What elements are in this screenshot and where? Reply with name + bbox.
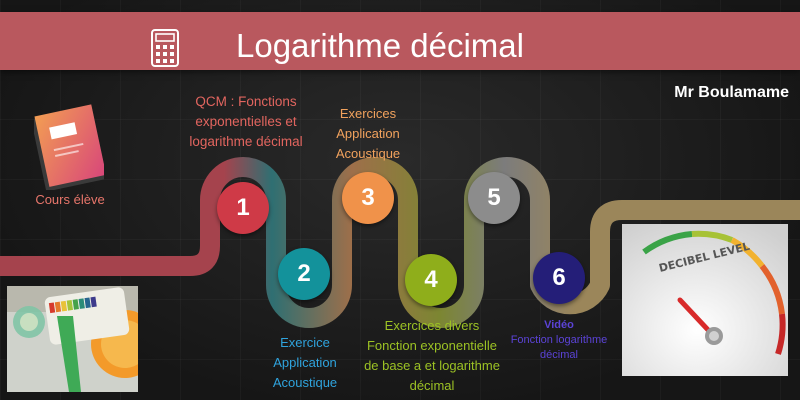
header-banner: Logarithme décimal xyxy=(0,12,800,70)
page-title: Logarithme décimal xyxy=(236,27,524,64)
cours-eleve-card[interactable] xyxy=(30,104,108,195)
step-6-line: Vidéo xyxy=(544,319,574,331)
cours-eleve-label[interactable]: Cours élève xyxy=(35,192,105,207)
ph-strip-photo xyxy=(7,286,138,392)
step-5-circle[interactable]: 5 xyxy=(468,172,520,224)
step-4-line: Fonction exponentielle xyxy=(366,338,498,353)
step-2-line: Application xyxy=(273,355,337,370)
decibel-meter-photo: DECIBEL LEVEL xyxy=(622,224,788,376)
step-2-label[interactable]: Exercice Application Acoustique xyxy=(252,333,358,393)
step-3-circle[interactable]: 3 xyxy=(342,172,394,224)
calculator-icon xyxy=(151,29,179,67)
step-3-line: Exercices xyxy=(339,106,397,121)
step-6-line: décimal xyxy=(540,349,578,361)
step-6-line: Fonction logarithme xyxy=(510,334,608,346)
step-1-line: QCM : Fonctions xyxy=(195,94,297,109)
step-4-line: décimal xyxy=(409,378,455,393)
ph-paper-image xyxy=(7,286,138,392)
step-4-circle[interactable]: 4 xyxy=(405,254,457,306)
step-6-circle[interactable]: 6 xyxy=(533,252,585,304)
step-2-circle[interactable]: 2 xyxy=(278,248,330,300)
step-1-circle[interactable]: 1 xyxy=(217,182,269,234)
step-3-line: Application xyxy=(336,126,400,141)
step-4-label[interactable]: Exercices divers Fonction exponentielle … xyxy=(355,316,509,396)
step-1-label[interactable]: QCM : Fonctions exponentielles et logari… xyxy=(166,92,326,152)
step-1-line: logarithme décimal xyxy=(189,134,303,149)
step-2-line: Exercice xyxy=(280,335,330,350)
book-icon xyxy=(30,104,108,192)
step-3-line: Acoustique xyxy=(335,146,401,161)
step-6-label[interactable]: Vidéo Fonction logarithme décimal xyxy=(500,318,618,363)
step-3-label[interactable]: Exercices Application Acoustique xyxy=(315,104,421,164)
author-name: Mr Boulamame xyxy=(674,84,789,101)
step-1-line: exponentielles et xyxy=(195,114,297,129)
step-4-line: de base a et logarithme xyxy=(364,358,500,373)
decibel-gauge-image: DECIBEL LEVEL xyxy=(622,224,788,376)
step-2-line: Acoustique xyxy=(272,375,338,390)
step-4-line: Exercices divers xyxy=(384,318,480,333)
